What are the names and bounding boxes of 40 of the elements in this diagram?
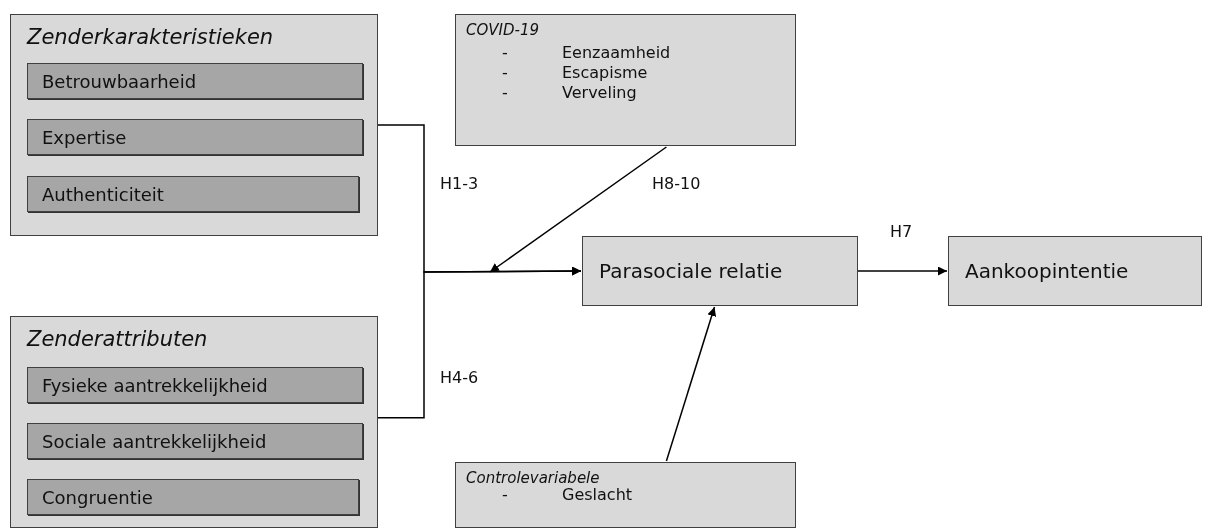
attribute-box [27,119,363,155]
attribute-box [27,367,363,403]
box-heading: COVID-19 [466,21,539,39]
list-item: Eenzaamheid [562,43,671,63]
edge-label: H8-10 [652,174,701,193]
concept-box [582,236,858,306]
node-label: Aankoopintentie [965,259,1130,283]
list-item: Verveling [562,83,637,103]
node-label: Sociale aantrekkelijkheid [42,430,268,452]
group-box [10,316,378,528]
factor-box [455,14,796,146]
list-marker: - [502,485,508,505]
node-label: Authenticiteit [42,183,165,205]
list-item: Escapisme [562,63,648,83]
node-label: Fysieke aantrekkelijkheid [42,374,269,396]
edge-label: H1-3 [440,174,479,193]
node-label: Expertise [42,126,128,148]
node-label: Parasociale relatie [599,259,784,283]
attribute-box [27,63,363,99]
group-heading: Zenderkarakteristieken [27,25,274,49]
node-label: Congruentie [42,486,154,508]
factor-box [455,462,796,528]
attribute-box [27,479,359,515]
list-marker: - [502,83,508,103]
list-marker: - [502,43,508,63]
group-heading: Zenderattributen [27,327,208,351]
node-label: Betrouwbaarheid [42,70,198,92]
arrow [665,306,717,462]
concept-box [948,236,1202,306]
edge-label: H7 [890,222,913,241]
arrow [489,146,668,273]
attribute-box [27,176,359,212]
list-marker: - [502,63,508,83]
arrow [377,266,582,419]
attribute-box [27,423,363,459]
arrow [857,266,948,276]
box-heading: Controlevariabele [466,469,600,487]
group-box [10,14,378,236]
edge-label: H4-6 [440,368,479,387]
list-item: Geslacht [562,485,633,505]
